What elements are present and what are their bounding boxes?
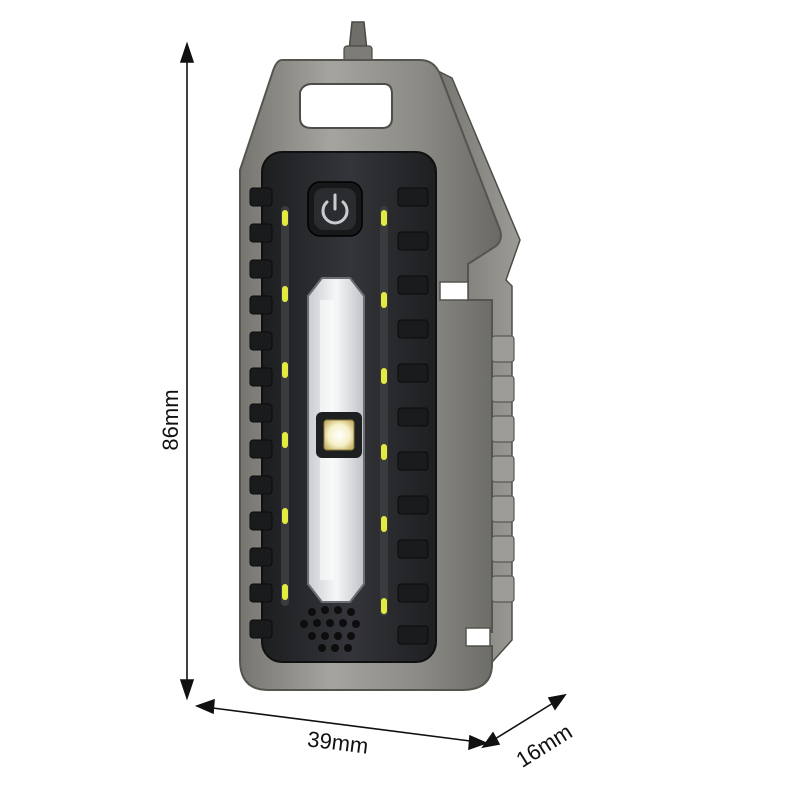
- led-strip-right-dots: [381, 210, 387, 614]
- height-label: 86mm: [158, 389, 183, 450]
- width-label: 39mm: [306, 726, 370, 758]
- speaker-grille: [300, 606, 360, 652]
- height-arrow-bottom: [179, 679, 195, 701]
- depth-arrow-left: [481, 731, 501, 749]
- side-ridges: [491, 335, 515, 603]
- height-arrow-top: [179, 41, 195, 63]
- width-dimension-line: [204, 706, 479, 743]
- led-strip-right: [380, 206, 388, 616]
- flashlight-device: [239, 21, 521, 691]
- bottom-notch: [465, 627, 491, 647]
- depth-dimension-line: [489, 699, 559, 743]
- depth-label: 16mm: [511, 719, 576, 773]
- power-icon: [321, 193, 349, 225]
- bottle-opener-notch: [439, 281, 469, 301]
- lanyard-hole: [299, 83, 393, 129]
- led-chip: [316, 412, 362, 458]
- panel-teeth-left: [249, 187, 273, 639]
- dimension-lines: [179, 41, 567, 751]
- panel-teeth-right: [397, 187, 429, 645]
- width-arrow-left: [194, 698, 215, 715]
- depth-arrow-right: [547, 693, 567, 711]
- led-strip-left: [281, 206, 289, 606]
- width-arrow-right: [468, 734, 489, 751]
- led-strip-left-dots: [282, 210, 288, 600]
- power-button[interactable]: [307, 181, 363, 237]
